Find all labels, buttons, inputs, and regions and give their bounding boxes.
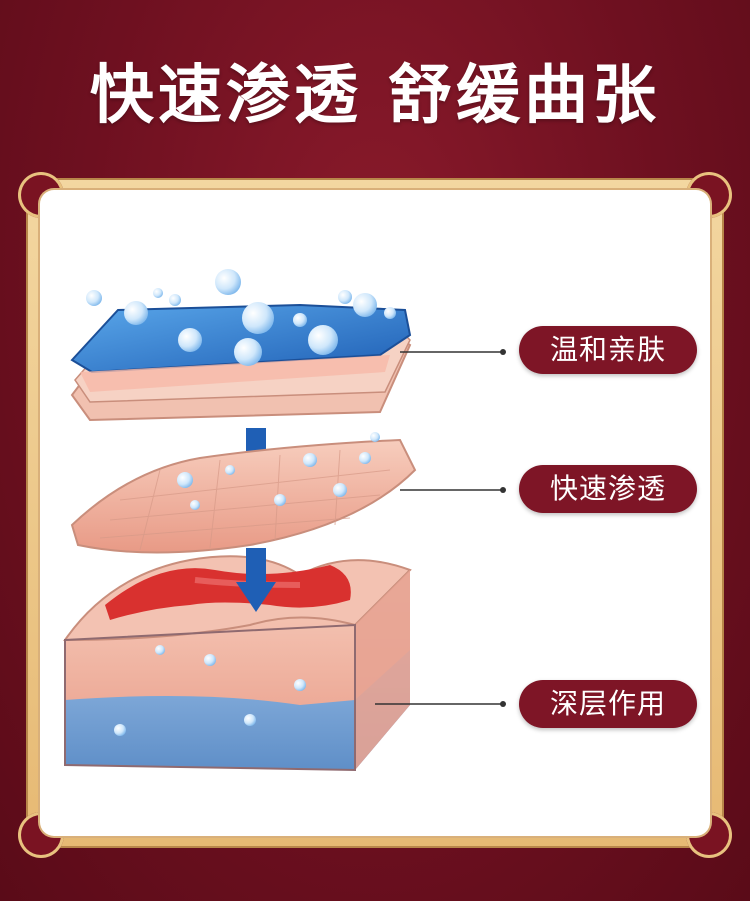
deep-tissue-block xyxy=(63,555,412,772)
gel-skin-layer xyxy=(70,269,412,422)
down-arrow-icon xyxy=(236,548,276,612)
label-deep-action: 深层作用 xyxy=(519,680,697,728)
skin-membrane-layer xyxy=(70,432,417,554)
leader-lines xyxy=(375,351,502,705)
label-gentle-skin: 温和亲肤 xyxy=(519,326,697,374)
headline: 快速渗透 舒缓曲张 xyxy=(89,59,661,133)
label-fast-penetration: 快速渗透 xyxy=(519,465,697,513)
